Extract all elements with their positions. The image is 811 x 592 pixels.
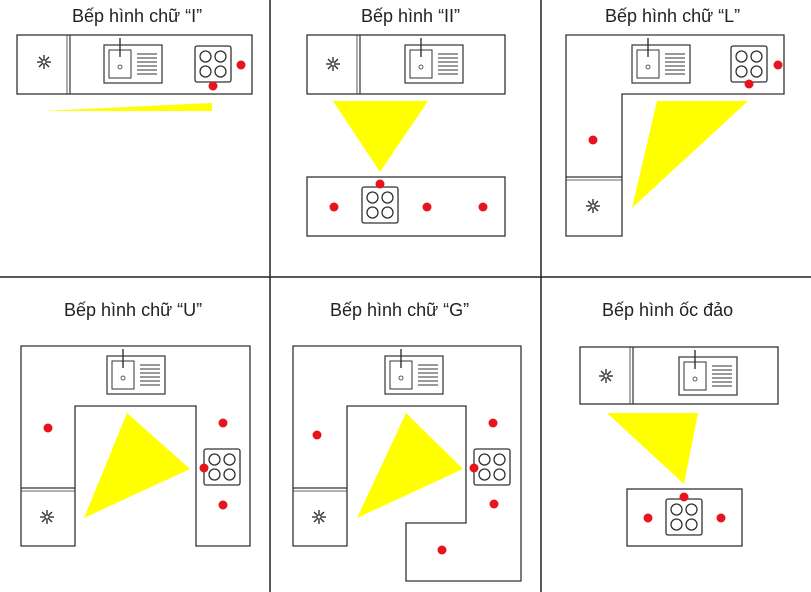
panel-island-layout	[579, 346, 779, 547]
work-point	[643, 513, 653, 523]
title-ii-layout: Bếp hình “II”	[361, 6, 461, 26]
counter	[292, 345, 522, 582]
fridge-icon	[585, 198, 601, 214]
counter	[306, 176, 506, 237]
work-point	[488, 418, 498, 428]
work-point	[744, 79, 754, 89]
work-triangle	[632, 101, 748, 208]
sink-icon	[103, 37, 163, 84]
work-triangle	[357, 413, 463, 518]
work-point	[489, 499, 499, 509]
title-u-layout: Bếp hình chữ “U”	[64, 300, 203, 320]
work-point	[422, 202, 432, 212]
work-point	[773, 60, 783, 70]
panel-u-layout	[20, 345, 251, 547]
panel-l-layout	[565, 34, 785, 237]
stove-icon	[203, 448, 241, 486]
sink-icon	[106, 348, 166, 395]
sink-icon	[404, 37, 464, 84]
work-point	[329, 202, 339, 212]
sink-icon	[678, 349, 738, 396]
work-point	[375, 179, 385, 189]
stove-icon	[473, 448, 511, 486]
stove-icon	[730, 45, 768, 83]
work-point	[312, 430, 322, 440]
work-point	[218, 418, 228, 428]
fridge-icon	[311, 509, 327, 525]
sink-icon	[631, 37, 691, 84]
work-triangle	[607, 413, 698, 484]
work-triangle	[333, 101, 428, 172]
title-i-layout: Bếp hình chữ “I”	[72, 6, 203, 26]
fridge-icon	[39, 509, 55, 525]
work-point	[716, 513, 726, 523]
counter	[20, 345, 251, 547]
panel-g-layout	[292, 345, 522, 582]
work-point	[679, 492, 689, 502]
sink-icon	[384, 348, 444, 395]
stove-icon	[665, 498, 703, 536]
work-point	[218, 500, 228, 510]
work-point	[236, 60, 246, 70]
work-triangle	[84, 413, 190, 518]
fridge-icon	[598, 368, 614, 384]
work-point	[588, 135, 598, 145]
work-point	[43, 423, 53, 433]
work-point	[208, 81, 218, 91]
stove-icon	[194, 45, 232, 83]
work-point	[469, 463, 479, 473]
title-island-layout: Bếp hình ốc đảo	[602, 300, 734, 320]
fridge-icon	[36, 54, 52, 70]
panel-ii-layout	[306, 34, 506, 237]
work-triangle	[42, 103, 212, 111]
title-l-layout: Bếp hình chữ “L”	[605, 6, 741, 26]
work-point	[478, 202, 488, 212]
work-point	[199, 463, 209, 473]
fridge-icon	[325, 56, 341, 72]
counter	[565, 34, 785, 237]
panel-i-layout	[16, 34, 253, 111]
work-point	[437, 545, 447, 555]
title-g-layout: Bếp hình chữ “G”	[330, 300, 470, 320]
stove-icon	[361, 186, 399, 224]
